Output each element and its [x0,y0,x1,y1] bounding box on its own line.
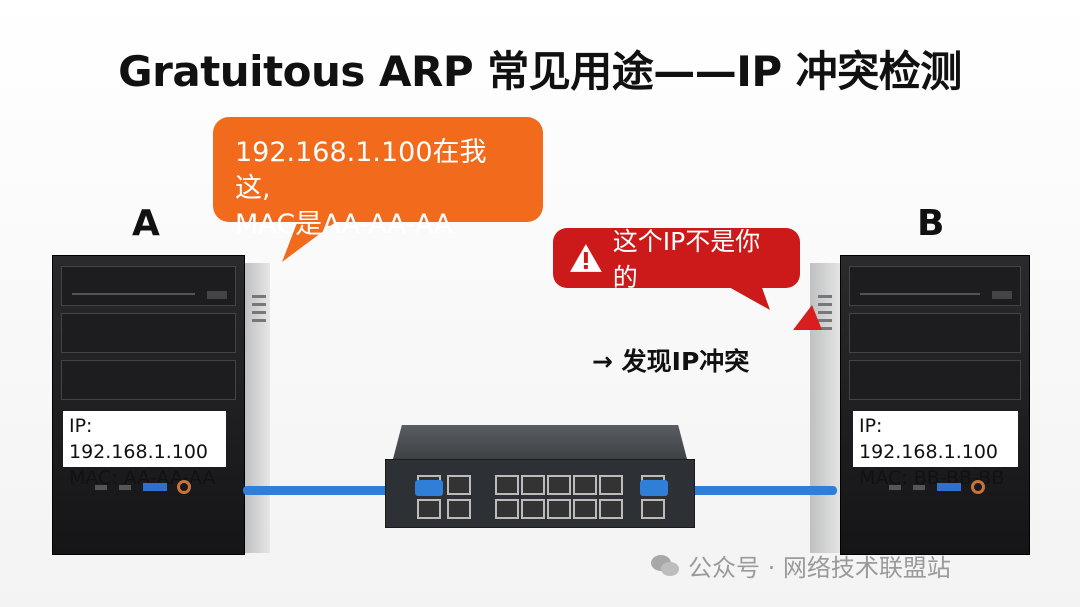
host-b-mac: MAC: BB-BB-BB [859,467,1005,489]
network-switch [385,425,695,528]
host-a-label: A [132,203,160,244]
bubble-a-tail [282,215,345,262]
host-b-ip: IP: 192.168.1.100 [859,415,999,463]
bubble-b-text: 这个IP不是你的 [612,227,761,292]
host-b-computer: IP: 192.168.1.100 MAC: BB-BB-BB [810,255,1030,555]
page-title: Gratuitous ARP 常见用途——IP 冲突检测 [118,47,962,96]
warning-icon [569,244,602,272]
host-b-label: B [917,203,945,244]
watermark-text: 公众号 · 网络技术联盟站 [688,554,951,582]
host-a-ip: IP: 192.168.1.100 [69,415,209,463]
host-a-computer: IP: 192.168.1.100 MAC: AA-AA-AA [52,255,270,555]
watermark: 公众号 · 网络技术联盟站 [650,548,951,583]
pointer-arrow-icon [793,305,822,330]
conflict-note: → 发现IP冲突 [592,347,750,376]
host-b-info-panel: IP: 192.168.1.100 MAC: BB-BB-BB [853,411,1018,489]
bubble-b-tail [720,282,770,310]
wechat-icon [651,554,679,576]
bubble-a: 192.168.1.100在我这, MAC是AA-AA-AA [213,117,543,240]
cable-b [645,486,837,495]
bubble-a-line2: MAC是AA-AA-AA [235,209,453,240]
bubble-a-line1: 192.168.1.100在我这, [235,137,487,204]
bubble-b: 这个IP不是你的 [553,227,800,292]
host-a-info-panel: IP: 192.168.1.100 MAC: AA-AA-AA [63,411,226,489]
cable-a [243,486,433,495]
